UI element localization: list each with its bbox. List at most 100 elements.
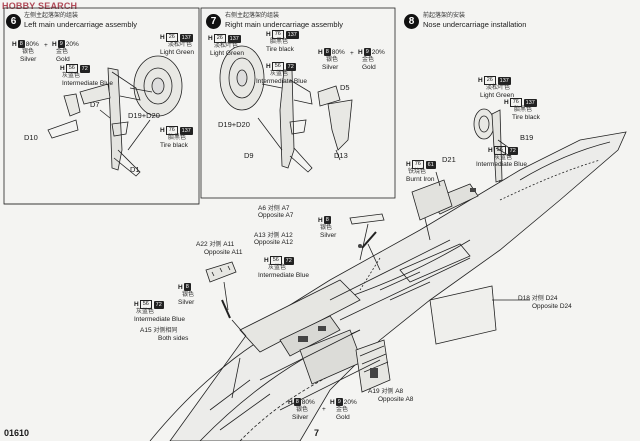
- part-d19-d20: D19+D20: [128, 111, 160, 120]
- a19-plus: +: [322, 406, 326, 413]
- step-7-cn-title: 右侧主起落架的组装: [225, 13, 280, 19]
- part-a15-both-sides: Both sides: [158, 335, 189, 342]
- step-8-cn-title: 前起落架的安装: [423, 13, 466, 19]
- step7-cn-tire-black: 胎黑色: [270, 39, 289, 45]
- step8-cn-tire-black: 胎黑色: [514, 107, 533, 113]
- part-d18-label: D18 对侧 D24: [518, 295, 558, 302]
- a19-silver: Silver: [292, 414, 309, 421]
- step-7-number: 7: [206, 14, 221, 29]
- step6-gold: Gold: [56, 56, 70, 63]
- step-8-number: 8: [404, 14, 419, 29]
- step7-tire-black: Tire black: [266, 46, 294, 53]
- step7-plus: +: [350, 50, 354, 57]
- step-6-title: Left main undercarriage assembly: [24, 20, 137, 29]
- a13-cn-silver: 银色: [320, 225, 333, 231]
- part-d9: D9: [244, 151, 254, 160]
- part-d1: D1: [130, 165, 140, 174]
- part-a6-label: A6 对侧 A7: [258, 205, 290, 212]
- part-d21: D21: [442, 155, 456, 164]
- part-a22-opposite: Opposite A11: [204, 249, 243, 256]
- step-7-title: Right main undercarriage assembly: [225, 20, 343, 29]
- step7-cn-intermediate-blue: 灰蓝色: [270, 71, 289, 77]
- step6-cn-tire-black: 胎黑色: [168, 135, 187, 141]
- part-d19-d20-right: D19+D20: [218, 120, 250, 129]
- step8-tire-black: Tire black: [512, 114, 540, 121]
- a15-cn-intermediate-blue: 灰蓝色: [136, 309, 155, 315]
- step6-tire-black: Tire black: [160, 142, 188, 149]
- step7-cn-gold: 金色: [362, 57, 375, 63]
- step8-light-green: Light Green: [480, 92, 514, 99]
- part-d10: D10: [24, 133, 38, 142]
- step6-light-green: Light Green: [160, 49, 194, 56]
- step7-intermediate-blue: Intermediate Blue: [256, 78, 307, 85]
- part-a6-opposite: Opposite A7: [258, 212, 294, 219]
- step6-cn-light-green: 淡松叶色: [168, 42, 193, 48]
- part-a13-opposite: Opposite A12: [254, 239, 294, 246]
- a19-cn-silver: 银色: [296, 407, 309, 413]
- step8-intermediate-blue: Intermediate Blue: [476, 161, 527, 168]
- part-a22-label: A22 对侧 A11: [196, 241, 235, 248]
- step6-intermediate-blue: Intermediate Blue: [62, 80, 113, 87]
- product-code: 01610: [4, 428, 30, 438]
- part-b19: B19: [520, 133, 534, 142]
- step7-gold: Gold: [362, 64, 376, 71]
- a19-cn-gold: 金色: [336, 407, 349, 413]
- step6-cn-silver: 银色: [22, 49, 35, 55]
- step6-cn-intermediate-blue: 灰蓝色: [62, 73, 81, 79]
- a15-intermediate-blue: Intermediate Blue: [134, 316, 185, 323]
- step6-silver: Silver: [20, 56, 37, 63]
- step-6-number: 6: [6, 14, 21, 29]
- step8-cn-burnt-iron: 铁烧色: [408, 169, 427, 175]
- part-a13-label: A13 对侧 A12: [254, 232, 293, 239]
- a22-silver: Silver: [178, 299, 195, 306]
- part-a19-label: A19 对侧 A8: [368, 388, 404, 395]
- a13-silver: Silver: [320, 232, 337, 239]
- step8-cn-intermediate-blue: 灰蓝色: [494, 155, 513, 161]
- part-d5: D5: [340, 83, 350, 92]
- step7-cn-silver: 银色: [326, 57, 339, 63]
- a22-cn-silver: 银色: [182, 292, 195, 298]
- step6-plus: +: [44, 42, 48, 49]
- part-d18-opposite: Opposite D24: [532, 303, 572, 310]
- fuselage-cn-intermediate-blue: 灰蓝色: [268, 265, 287, 271]
- step-8-title: Nose undercarriage installation: [423, 20, 527, 29]
- step-6-cn-title: 左侧主起落架的组装: [24, 13, 79, 19]
- step8-burnt-iron: Burnt Iron: [406, 176, 435, 183]
- fuselage-intermediate-blue: Intermediate Blue: [258, 272, 309, 279]
- part-a19-opposite: Opposite A8: [378, 396, 414, 403]
- step8-cn-light-green: 淡松叶色: [486, 85, 511, 91]
- page-number: 7: [314, 428, 320, 438]
- part-d7: D7: [90, 100, 100, 109]
- step7-light-green: Light Green: [210, 50, 244, 57]
- step7-cn-light-green: 淡松叶色: [214, 43, 239, 49]
- a19-gold: Gold: [336, 414, 350, 421]
- step7-silver: Silver: [322, 64, 339, 71]
- step6-cn-gold: 金色: [56, 49, 69, 55]
- part-d13: D13: [334, 151, 348, 160]
- watermark: HOBBY SEARCH: [2, 1, 78, 11]
- step7-frame: [200, 7, 396, 199]
- part-a15-label: A15 对侧相同: [140, 327, 178, 334]
